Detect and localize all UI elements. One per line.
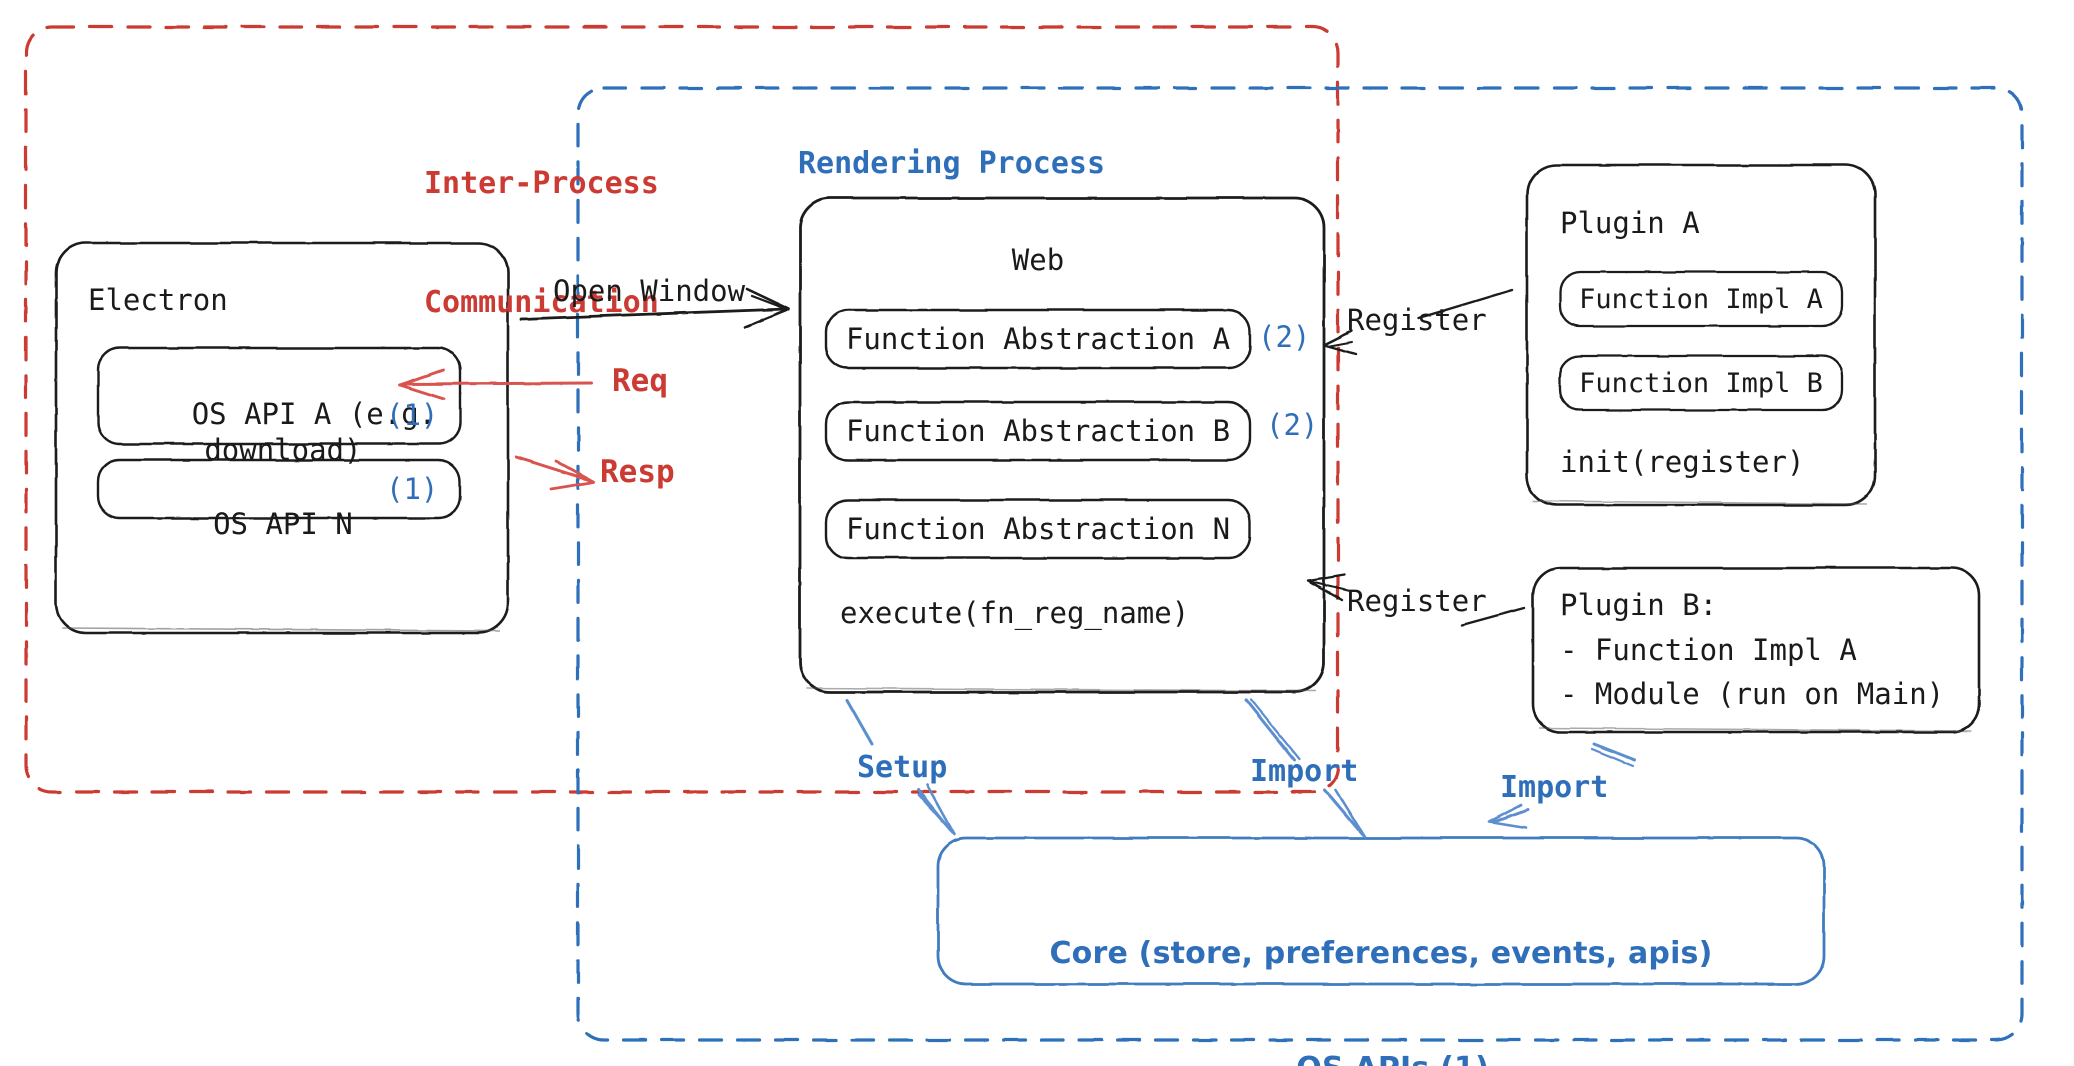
function-impl-b-box-border <box>1558 354 1844 412</box>
edge-resp <box>514 455 596 491</box>
os-api-n-line-1: OS API N <box>213 507 353 542</box>
os-api-n-mark: (1) <box>386 472 439 506</box>
os-api-a-box-border <box>96 346 462 446</box>
rendering-process-container-border <box>576 86 2024 1042</box>
edge-label-setup: Setup <box>857 750 948 785</box>
edge-label-register-plugin-a: Register <box>1347 303 1487 337</box>
edge-register-plugin-a <box>1322 288 1514 356</box>
edge-register-plugin-b <box>1306 573 1526 627</box>
edge-label-import-web: Import <box>1250 754 1359 789</box>
edge-import-plugin-b <box>1487 742 1637 830</box>
function-abstraction-a-mark: (2) <box>1258 320 1311 354</box>
function-abstraction-b-box-border <box>824 400 1252 462</box>
edge-label-resp: Resp <box>600 454 675 490</box>
edge-import-web <box>1244 698 1367 839</box>
core-text-block: Core (store, preferences, events, apis) … <box>938 858 1824 1066</box>
os-api-a-label-line2: download) <box>98 398 398 504</box>
core-line-1: Core (store, preferences, events, apis) <box>1049 935 1713 971</box>
core-box-border <box>936 836 1826 986</box>
electron-title: Electron <box>88 283 228 317</box>
function-impl-a-label: Function Impl A <box>1579 284 1823 315</box>
os-api-a-line-1: OS API A (e.g. <box>191 397 437 432</box>
edge-setup <box>845 698 956 836</box>
plugin-b-title: Plugin B: <box>1560 588 1718 622</box>
ipc-label-line-1: Inter-Process <box>424 166 659 202</box>
core-line-2: - OS APIs (1) <box>938 1050 1824 1066</box>
os-api-n-box-border <box>96 458 462 520</box>
function-abstraction-n-box-border <box>824 498 1252 560</box>
os-api-a-line-2: download) <box>204 433 362 468</box>
rendering-process-label: Rendering Process <box>798 146 1106 181</box>
edge-label-import-plugin-b: Import <box>1500 770 1609 805</box>
os-api-a-mark: (1) <box>386 398 439 432</box>
ipc-label-line-2: Communication <box>424 284 659 320</box>
edge-req <box>398 368 594 401</box>
os-api-a-label: OS API A (e.g. <box>98 362 460 468</box>
web-footer-execute: execute(fn_reg_name) <box>840 596 1190 630</box>
os-api-n-label: OS API N <box>98 472 398 578</box>
edge-open-window <box>519 287 791 329</box>
function-abstraction-a-box-border <box>824 308 1252 370</box>
plugin-a-box-border <box>1525 163 1877 507</box>
function-impl-a-box-border <box>1558 270 1844 328</box>
function-abstraction-n-label: Function Abstraction N <box>845 512 1231 546</box>
function-impl-b-label: Function Impl B <box>1579 368 1823 399</box>
ipc-container-label: Inter-Process Communication <box>424 85 659 402</box>
web-title: Web <box>1011 243 1065 277</box>
ipc-container-border <box>24 25 1340 794</box>
function-abstraction-b-label: Function Abstraction B <box>845 414 1231 448</box>
function-abstraction-b-mark: (2) <box>1266 408 1319 442</box>
plugin-a-footer-init: init(register) <box>1560 445 1805 479</box>
edge-label-open-window: Open Window <box>553 274 746 308</box>
edge-label-req: Req <box>612 363 668 399</box>
plugin-b-line-2: - Module (run on Main) <box>1560 677 1945 711</box>
plugin-a-title: Plugin A <box>1560 206 1700 240</box>
plugin-b-box-border <box>1531 566 1981 734</box>
plugin-b-line-1: - Function Impl A <box>1560 633 1857 667</box>
edge-label-register-plugin-b: Register <box>1347 584 1487 618</box>
function-abstraction-a-label: Function Abstraction A <box>845 322 1231 356</box>
